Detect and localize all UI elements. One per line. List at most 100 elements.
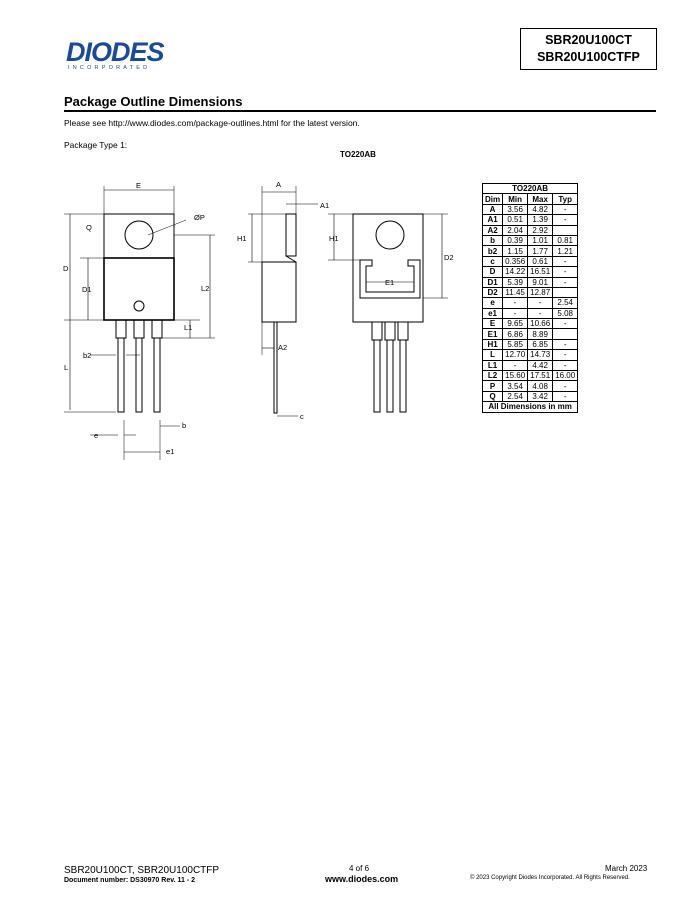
dim-cell: H1 [481, 338, 504, 351]
value-cell [552, 286, 579, 299]
dim-cell: A [481, 203, 504, 216]
value-cell [552, 224, 579, 236]
dim-cell: D2 [481, 286, 504, 299]
label-E: E [136, 181, 141, 190]
dim-cell: b [481, 234, 504, 247]
value-cell: 3.54 [502, 380, 529, 392]
value-cell: 4.82 [527, 203, 554, 216]
value-cell: 1.15 [502, 245, 529, 257]
label-L: L [64, 363, 68, 372]
value-cell: - [552, 349, 579, 361]
part-number-2: SBR20U100CTFP [537, 50, 640, 64]
value-cell: 1.39 [527, 214, 554, 226]
footer-document-number: Document number: DS30970 Rev. 11 - 2 [64, 877, 195, 884]
back-view [328, 213, 448, 413]
value-cell: 9.65 [502, 318, 529, 330]
label-L2: L2 [201, 284, 209, 293]
value-cell: 3.42 [527, 390, 554, 403]
value-cell: - [552, 338, 579, 351]
value-cell: 12.70 [502, 349, 529, 361]
label-c: c [300, 412, 304, 421]
dim-cell: E [481, 318, 504, 330]
value-cell: 0.356 [502, 255, 529, 268]
package-type-label: Package Type 1: [64, 140, 128, 150]
value-cell: 16.00 [552, 370, 579, 382]
dim-cell: e1 [481, 307, 504, 320]
footer-website-link[interactable]: www.diodes.com [325, 874, 399, 884]
label-Q: Q [86, 223, 92, 232]
label-P: ØP [194, 213, 205, 222]
dim-cell: L1 [481, 359, 504, 372]
label-b: b [182, 421, 186, 430]
dim-cell: c [481, 255, 504, 268]
table-title-row: TO220AB [481, 182, 579, 195]
value-cell: - [527, 307, 554, 320]
table-row: L1-4.42- [481, 359, 579, 372]
value-cell: - [552, 359, 579, 372]
front-view [64, 186, 215, 460]
column-header: Min [502, 193, 529, 205]
value-cell: - [552, 203, 579, 216]
value-cell: 2.54 [552, 297, 579, 309]
dim-cell: P [481, 380, 504, 392]
label-E1: E1 [385, 278, 394, 287]
value-cell: 2.54 [502, 390, 529, 403]
label-e: e [94, 431, 98, 440]
value-cell: 6.86 [502, 328, 529, 340]
value-cell: 14.22 [502, 266, 529, 278]
value-cell: - [552, 255, 579, 268]
value-cell: 0.81 [552, 234, 579, 247]
value-cell: 3.56 [502, 203, 529, 216]
value-cell: 1.77 [527, 245, 554, 257]
column-header: Max [527, 193, 554, 205]
dim-cell: L2 [481, 370, 504, 382]
value-cell: - [527, 297, 554, 309]
value-cell: - [552, 276, 579, 288]
value-cell: 1.21 [552, 245, 579, 257]
column-header: Typ [552, 193, 579, 205]
value-cell: 4.42 [527, 359, 554, 372]
value-cell: 6.85 [527, 338, 554, 351]
value-cell: 5.39 [502, 276, 529, 288]
logo-wordmark: DIODES [66, 37, 165, 67]
dim-cell: D1 [481, 276, 504, 288]
value-cell: 4.08 [527, 380, 554, 392]
label-A: A [276, 180, 281, 189]
value-cell: 5.85 [502, 338, 529, 351]
label-b2: b2 [83, 351, 91, 360]
value-cell [552, 328, 579, 340]
value-cell: 11.45 [502, 286, 529, 299]
table-footer-row: All Dimensions in mm [481, 401, 579, 413]
value-cell: 17.51 [527, 370, 554, 382]
title-rule [64, 110, 656, 112]
value-cell: - [502, 297, 529, 309]
label-D1: D1 [82, 285, 92, 294]
package-name: TO220AB [340, 150, 376, 159]
dim-cell: E1 [481, 328, 504, 340]
diodes-logo: DIODES INCORPORATED [66, 38, 186, 78]
value-cell: - [552, 390, 579, 403]
dim-cell: e [481, 297, 504, 309]
value-cell: - [502, 307, 529, 320]
column-header: Dim [481, 193, 504, 205]
dim-cell: A2 [481, 224, 504, 236]
footer-page-number: 4 of 6 [349, 864, 370, 873]
footer-copyright: © 2023 Copyright Diodes Incorporated. Al… [470, 875, 630, 881]
outline-note: Please see http://www.diodes.com/package… [64, 118, 360, 128]
value-cell: 2.92 [527, 224, 554, 236]
value-cell: 0.61 [527, 255, 554, 268]
label-D: D [63, 264, 69, 273]
logo-subtitle: INCORPORATED [68, 65, 151, 71]
